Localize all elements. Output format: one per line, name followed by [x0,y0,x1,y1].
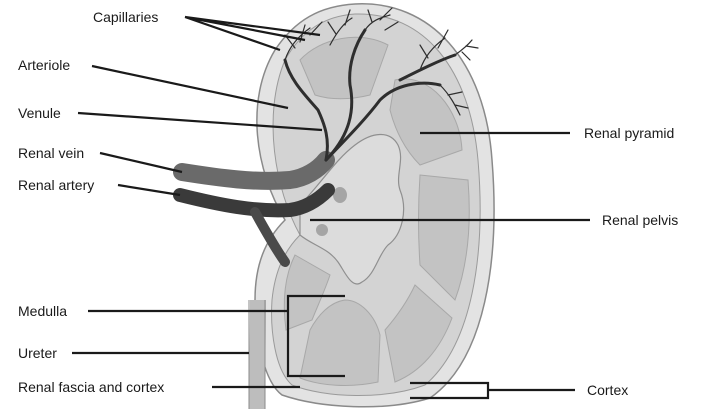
pelvis-spot-1 [333,187,347,203]
label-renal-fascia-cortex: Renal fascia and cortex [18,379,164,395]
ureter [257,300,258,409]
label-ureter: Ureter [18,345,57,361]
label-renal-artery: Renal artery [18,177,94,193]
label-renal-pyramid: Renal pyramid [584,125,674,141]
label-arteriole: Arteriole [18,57,70,73]
leader-arteriole [92,66,288,108]
label-renal-pelvis: Renal pelvis [602,212,678,228]
label-medulla: Medulla [18,303,67,319]
pelvis-spot-2 [316,224,328,236]
leader-renal-vein [100,153,182,172]
label-venule: Venule [18,105,61,121]
leader-renal-artery [118,185,180,195]
label-renal-vein: Renal vein [18,145,84,161]
label-cortex: Cortex [587,382,628,398]
label-capillaries: Capillaries [93,9,158,25]
